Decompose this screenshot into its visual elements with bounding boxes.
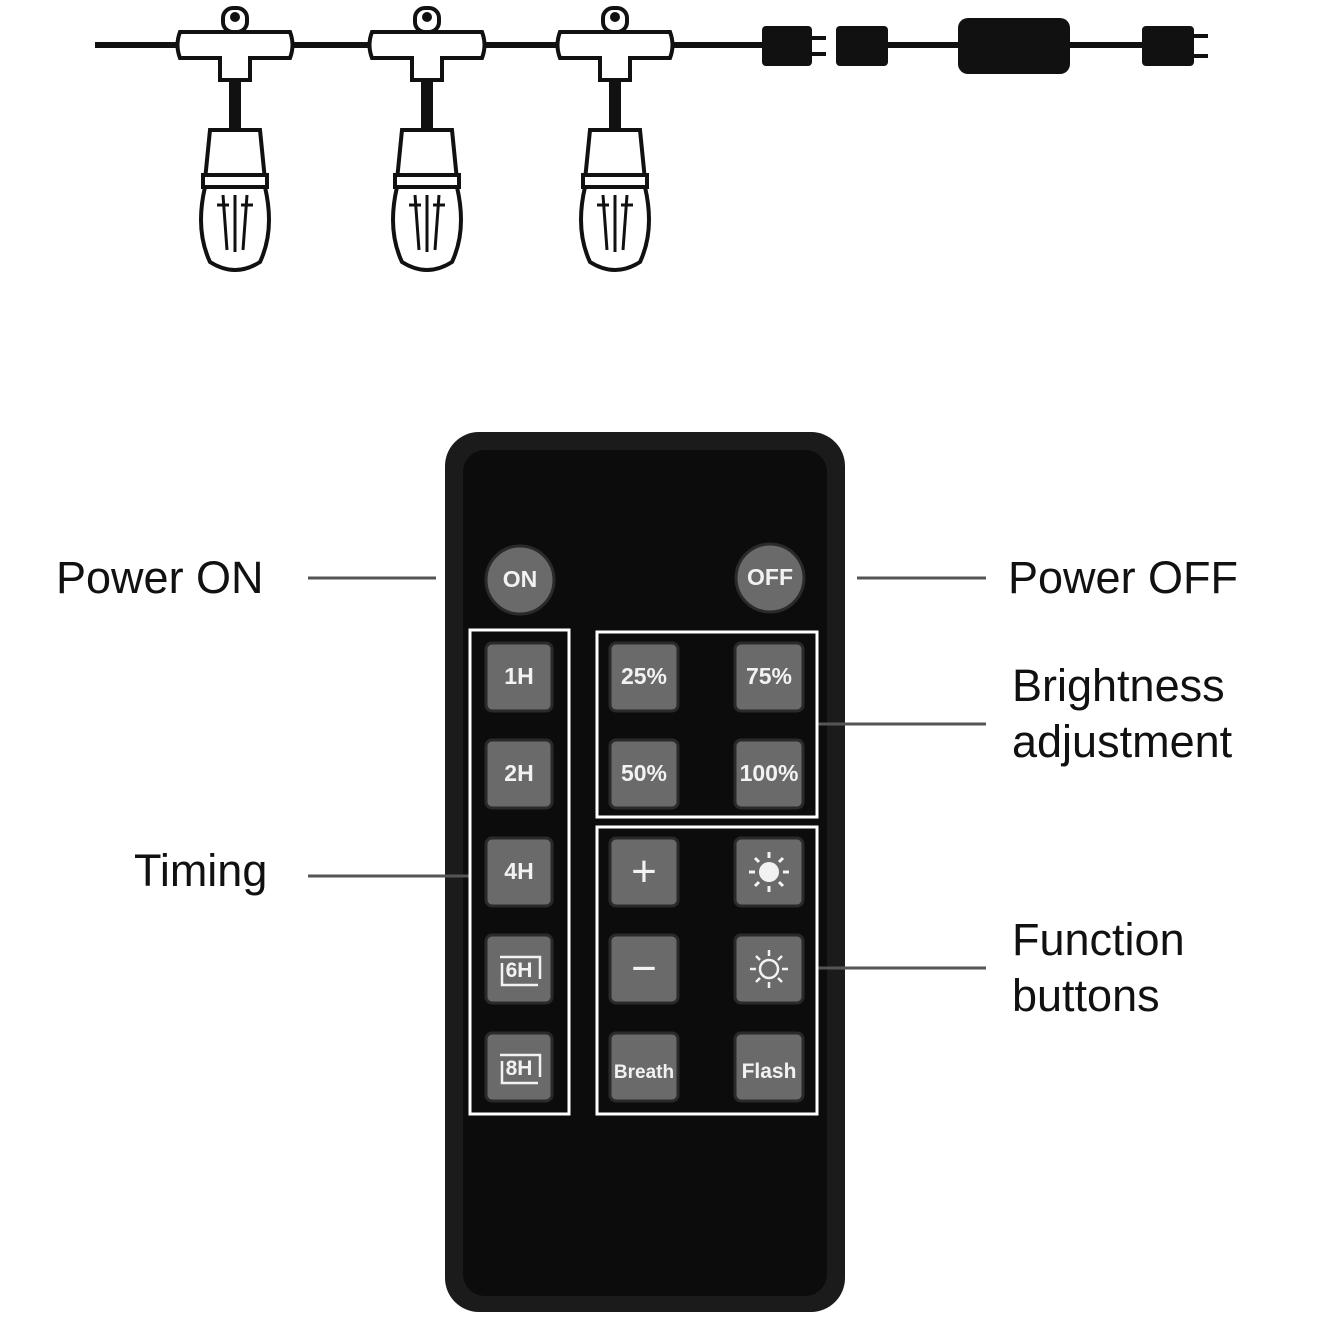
callout-text: adjustment	[1012, 716, 1233, 767]
minus-label: −	[631, 944, 657, 993]
power-on-label: ON	[503, 566, 538, 592]
timer-label: 2H	[504, 760, 533, 786]
light-socket-3	[555, 6, 675, 272]
function-callout: Function buttons	[1012, 912, 1185, 1024]
brightness-down-button[interactable]	[733, 933, 805, 1005]
power-on-callout: Power ON	[56, 550, 264, 606]
sun-outline-icon	[750, 950, 788, 988]
string-lights-illustration	[95, 6, 1208, 272]
repeat-icon	[500, 1053, 542, 1085]
callout-text: Function	[1012, 914, 1185, 965]
timer-button-2h[interactable]: 2H	[484, 738, 554, 810]
plug-connectors	[762, 18, 1208, 74]
breath-button[interactable]: Breath	[608, 1031, 680, 1103]
brightness-button-50[interactable]: 50%	[608, 738, 680, 810]
timer-button-4h[interactable]: 4H	[484, 836, 554, 908]
plus-button[interactable]: +	[608, 836, 680, 908]
callout-text: Brightness	[1012, 660, 1225, 711]
brightness-label: 100%	[740, 760, 799, 786]
timer-label: 4H	[504, 858, 533, 884]
brightness-button-25[interactable]: 25%	[608, 641, 680, 713]
plus-label: +	[631, 847, 657, 896]
callout-text: Timing	[134, 845, 268, 896]
brightness-label: 75%	[746, 663, 792, 689]
breath-label: Breath	[614, 1062, 674, 1083]
timer-label: 8H	[506, 1057, 533, 1080]
brightness-group-outline	[595, 630, 819, 819]
function-group-outline	[595, 825, 819, 1116]
controller-box	[958, 18, 1070, 74]
sun-filled-icon	[749, 852, 789, 892]
brightness-button-75[interactable]: 75%	[733, 641, 805, 713]
timer-button-1h[interactable]: 1H	[484, 641, 554, 713]
minus-button[interactable]: −	[608, 933, 680, 1005]
callout-text: buttons	[1012, 970, 1160, 1021]
flash-button[interactable]: Flash	[733, 1031, 805, 1103]
timer-label: 6H	[506, 959, 533, 982]
brightness-up-button[interactable]	[733, 836, 805, 908]
repeat-icon	[500, 955, 542, 987]
timer-button-8h[interactable]: 8H	[484, 1031, 554, 1103]
timing-callout: Timing	[134, 843, 267, 899]
brightness-callout: Brightness adjustment	[1012, 658, 1232, 770]
power-on-button[interactable]: ON	[484, 544, 556, 616]
power-off-callout: Power OFF	[1008, 550, 1238, 606]
timer-label: 1H	[504, 663, 533, 689]
timer-button-6h[interactable]: 6H	[484, 933, 554, 1005]
brightness-label: 25%	[621, 663, 667, 689]
power-off-button[interactable]: OFF	[734, 542, 806, 614]
leader-lines	[308, 576, 986, 970]
callout-text: Power ON	[56, 552, 264, 603]
light-socket-2	[367, 6, 487, 272]
power-off-label: OFF	[747, 564, 793, 590]
flash-label: Flash	[742, 1060, 797, 1083]
callout-text: Power OFF	[1008, 552, 1239, 603]
brightness-button-100[interactable]: 100%	[733, 738, 805, 810]
brightness-label: 50%	[621, 760, 667, 786]
timing-group-outline	[468, 628, 571, 1116]
light-socket-1	[175, 6, 295, 272]
